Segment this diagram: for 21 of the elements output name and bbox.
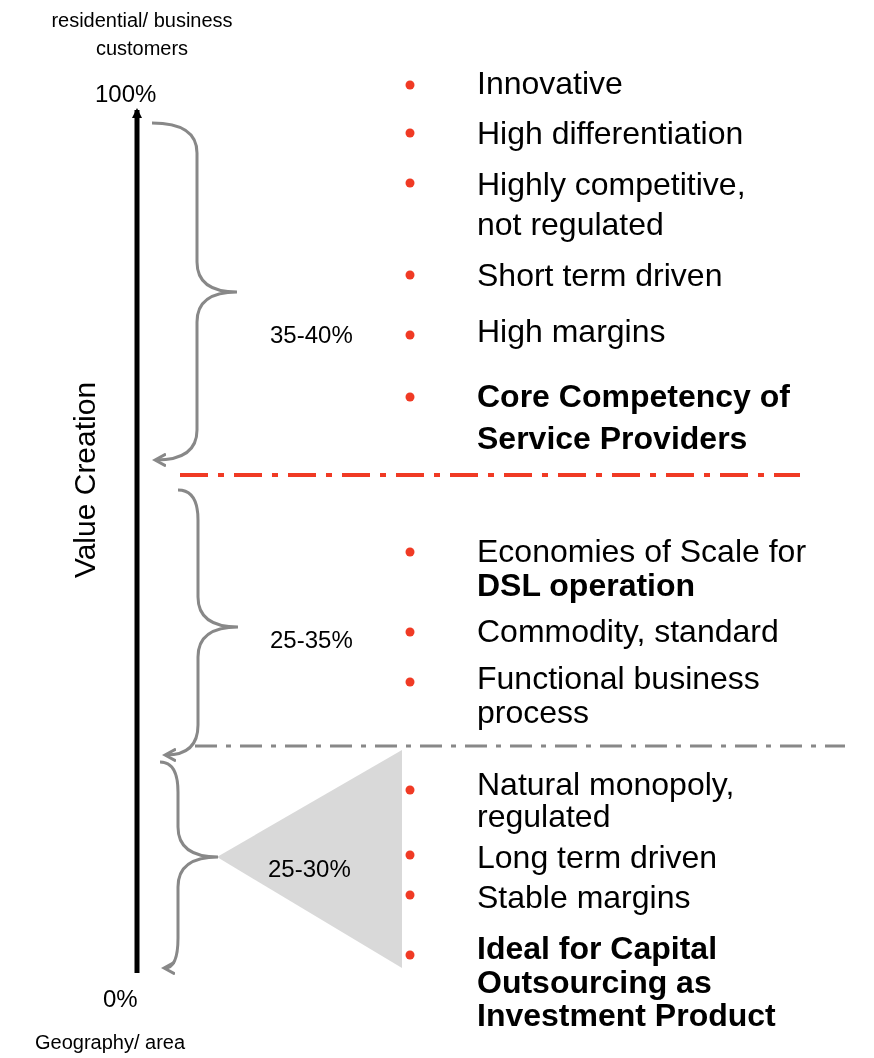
bullet-text: Ideal for Capital Outsourcing as Investment Product — [477, 932, 777, 1033]
tick-label: 0% — [103, 985, 139, 1014]
bullet-text: High margins — [477, 312, 667, 351]
bullet-text: Core Competency of Service Providers — [477, 377, 791, 458]
percentage-label: 25-35% — [270, 626, 354, 655]
axis-title: Value Creation — [68, 381, 102, 579]
bullet-text: Short term driven — [477, 256, 724, 295]
bullet-text: Commodity, standard — [477, 612, 780, 651]
bullet-text: Natural monopoly, regulated — [477, 768, 736, 832]
percentage-label: 25-30% — [268, 855, 352, 884]
tick-label: 100% — [95, 80, 158, 109]
bullet-text: Long term driven — [477, 838, 719, 877]
bullet-text: Economies of Scale for DSL operation — [477, 535, 808, 603]
percentage-label: 35-40% — [270, 321, 354, 350]
axis-label: Geography/ area — [35, 1030, 187, 1054]
bullet-text: Highly competitive, not regulated — [477, 165, 747, 244]
bullet-text: Functional business process — [477, 662, 761, 730]
bullet-text: High differentiation — [477, 114, 745, 153]
bullet-text: Stable margins — [477, 878, 692, 917]
bullet-text: Innovative — [477, 64, 624, 103]
axis-label: residential/ business customers — [50, 8, 234, 61]
